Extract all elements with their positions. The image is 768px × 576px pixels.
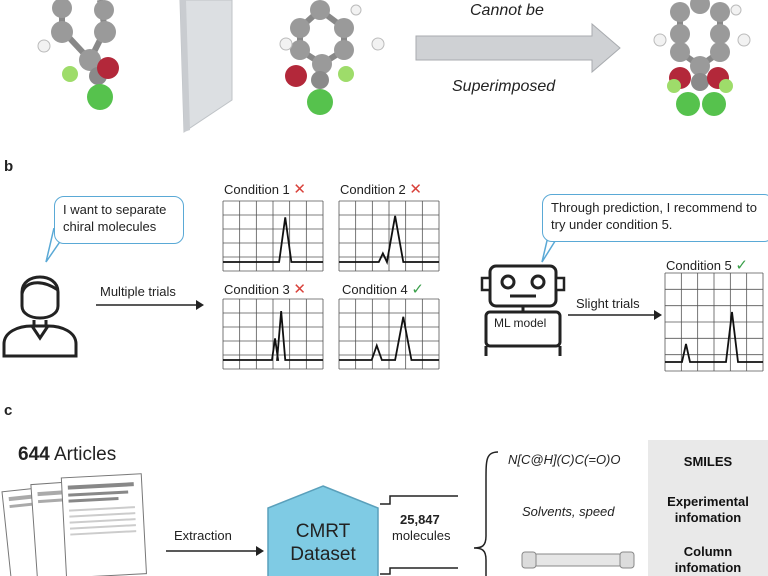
smiles-example: N[C@H](C)C(=O)O bbox=[508, 452, 621, 467]
chromatogram-peak-trace bbox=[339, 215, 439, 265]
chromatogram-condition-4 bbox=[338, 298, 440, 370]
molecules-bracket bbox=[380, 495, 458, 575]
article-stack-icon bbox=[1, 473, 147, 576]
extraction-label: Extraction bbox=[174, 528, 232, 543]
chromatogram-peak-trace bbox=[223, 217, 323, 263]
chromatogram-peak-trace bbox=[665, 311, 763, 363]
check-icon: ✓ bbox=[735, 257, 748, 274]
panel-a-graphics bbox=[37, 0, 751, 133]
label-column-info: Column infomation bbox=[674, 544, 742, 575]
cmrt-dataset-shape bbox=[267, 485, 379, 576]
dataset-title: CMRT Dataset bbox=[266, 520, 380, 566]
molecules-count: 25,847 bbox=[400, 512, 440, 527]
multiple-trials-label: Multiple trials bbox=[100, 284, 176, 299]
dataset-line-2: Dataset bbox=[290, 544, 356, 565]
articles-count: 644 bbox=[18, 444, 50, 465]
chromatogram-condition-2 bbox=[338, 200, 440, 272]
robot-speech-bubble: Through prediction, I recommend to try u… bbox=[542, 194, 768, 242]
molecule-left bbox=[37, 0, 119, 110]
extraction-arrow bbox=[166, 546, 264, 556]
human-speech-bubble: I want to separate chiral molecules bbox=[54, 196, 184, 244]
label-experimental-info: Experimental infomation bbox=[667, 494, 749, 525]
condition-4-label: Condition 4 ✓ bbox=[342, 280, 424, 298]
condition-5-text: Condition 5 bbox=[666, 258, 732, 273]
column-icon bbox=[521, 551, 635, 569]
chromatogram-condition-1 bbox=[222, 200, 324, 272]
molecules-word: molecules bbox=[392, 528, 451, 543]
curly-brace bbox=[473, 451, 499, 576]
slight-trials-label: Slight trials bbox=[576, 296, 640, 311]
label-smiles: SMILES bbox=[683, 454, 733, 469]
person-icon bbox=[2, 275, 78, 358]
multiple-trials-arrow bbox=[96, 300, 204, 310]
arrow-bottom-text: Superimposed bbox=[452, 78, 556, 95]
robot-label: ML model bbox=[494, 316, 547, 330]
condition-2-label: Condition 2 ✕ bbox=[340, 180, 422, 198]
chromatogram-condition-3 bbox=[222, 298, 324, 370]
superimpose-arrow bbox=[415, 22, 621, 74]
dataset-line-1: CMRT bbox=[295, 521, 351, 542]
articles-word: Articles bbox=[53, 444, 117, 465]
chromatogram-peak-trace bbox=[339, 316, 439, 361]
solvents-label: Solvents, speed bbox=[522, 504, 615, 519]
condition-3-label: Condition 3 ✕ bbox=[224, 280, 306, 298]
cross-icon: ✕ bbox=[293, 181, 306, 198]
condition-3-text: Condition 3 bbox=[224, 282, 290, 297]
condition-4-text: Condition 4 bbox=[342, 282, 408, 297]
chromatogram-condition-5 bbox=[664, 272, 764, 372]
check-icon: ✓ bbox=[411, 281, 424, 298]
cross-icon: ✕ bbox=[293, 281, 306, 298]
molecule-middle bbox=[279, 0, 385, 115]
panel-letter-c: c bbox=[4, 402, 13, 419]
slight-trials-arrow bbox=[568, 310, 662, 320]
articles-heading: 644 Articles bbox=[18, 444, 116, 466]
condition-5-label: Condition 5 ✓ bbox=[666, 256, 748, 274]
condition-1-text: Condition 1 bbox=[224, 182, 290, 197]
molecule-right-overlapped bbox=[653, 0, 751, 116]
arrow-top-text: Cannot be bbox=[470, 2, 544, 19]
info-label-column bbox=[648, 440, 768, 576]
chromatogram-peak-trace bbox=[223, 310, 323, 361]
condition-1-label: Condition 1 ✕ bbox=[224, 180, 306, 198]
robot-icon bbox=[480, 264, 566, 356]
cross-icon: ✕ bbox=[409, 181, 422, 198]
panel-letter-b: b bbox=[4, 158, 14, 175]
condition-2-text: Condition 2 bbox=[340, 182, 406, 197]
